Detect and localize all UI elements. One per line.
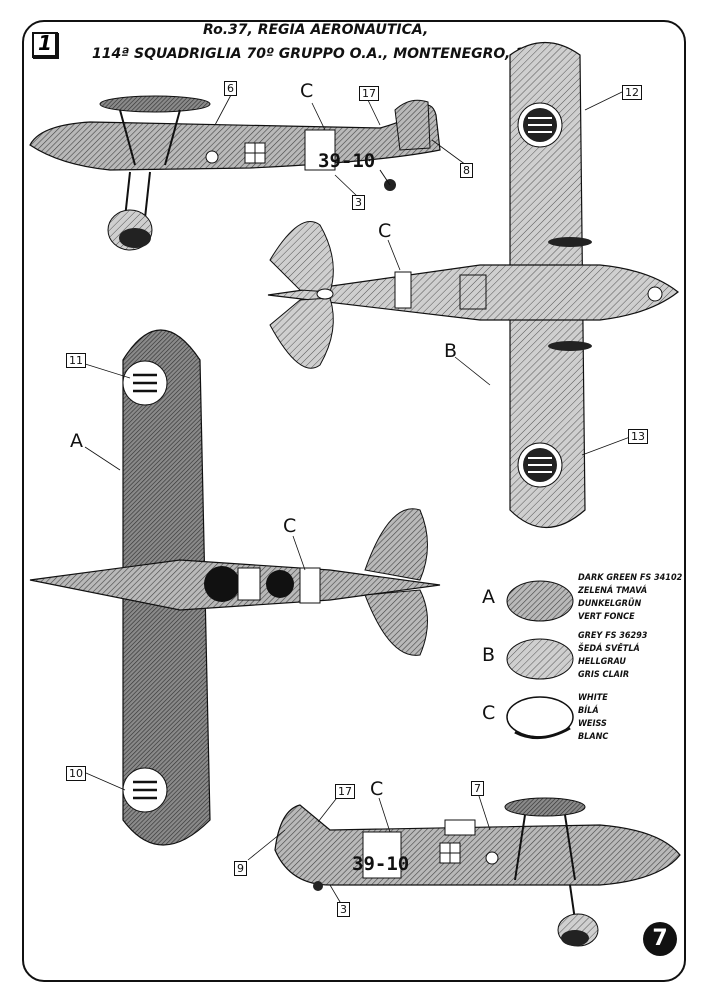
aircraft-code-top: 39-10 bbox=[318, 150, 375, 172]
legend-letter-b: B bbox=[482, 644, 496, 666]
legend-text-c: WHITE BÍLÁ WEISS BLANC bbox=[578, 692, 608, 744]
legend-c-line-1: WHITE bbox=[578, 693, 608, 703]
legend-c-line-2: BÍLÁ bbox=[578, 706, 599, 716]
callout-3-bottom: 3 bbox=[337, 902, 350, 917]
area-letter-c-top: C bbox=[300, 80, 314, 102]
legend-b-line-4: GRIS CLAIR bbox=[578, 670, 630, 680]
legend-c-line-3: WEISS bbox=[578, 719, 607, 729]
legend-swatch-b bbox=[506, 638, 574, 680]
legend-a-line-4: VERT FONCE bbox=[578, 612, 635, 622]
callout-13: 13 bbox=[628, 429, 648, 444]
callout-8: 8 bbox=[460, 163, 473, 178]
side-view-top bbox=[29, 95, 441, 251]
legend-text-b: GREY FS 36293 ŠEDÁ SVĚTLÁ HELLGRAU GRIS … bbox=[578, 630, 647, 682]
legend-b-line-2: ŠEDÁ SVĚTLÁ bbox=[578, 644, 640, 654]
aircraft-code-bottom: 39-10 bbox=[352, 853, 409, 875]
title-line-2: 114ª SQUADRIGLIA 70º GRUPPO O.A., MONTEN… bbox=[92, 46, 555, 62]
plan-view-underside bbox=[267, 42, 679, 529]
legend-b-line-3: HELLGRAU bbox=[578, 657, 626, 667]
callout-6: 6 bbox=[224, 81, 237, 96]
legend-letter-a: A bbox=[482, 586, 495, 608]
page-marker-icon bbox=[32, 32, 59, 59]
legend-a-line-3: DUNKELGRÜN bbox=[578, 599, 642, 609]
area-letter-a-plan: A bbox=[70, 430, 83, 452]
area-letter-c-upper: C bbox=[283, 515, 297, 537]
legend-a-line-2: ZELENÁ TMAVÁ bbox=[578, 586, 648, 596]
plan-view-upper bbox=[29, 329, 441, 846]
legend-b-line-1: GREY FS 36293 bbox=[578, 631, 648, 641]
title-line-1: Ro.37, REGIA AERONAUTICA, bbox=[203, 22, 429, 38]
area-letter-c-bottom: C bbox=[370, 778, 384, 800]
sheet-border bbox=[22, 20, 686, 982]
area-letter-c-plan: C bbox=[378, 220, 392, 242]
leader-lines bbox=[81, 91, 631, 908]
legend-swatches bbox=[506, 580, 574, 740]
area-letter-b-plan: B bbox=[444, 340, 458, 362]
page-number-badge: 7 bbox=[643, 922, 677, 956]
callout-7: 7 bbox=[471, 781, 484, 796]
callout-3-top: 3 bbox=[352, 195, 365, 210]
callout-17-top: 17 bbox=[359, 86, 379, 101]
side-view-bottom bbox=[274, 797, 681, 947]
legend-c-line-4: BLANC bbox=[578, 732, 609, 742]
legend-swatch-a bbox=[506, 580, 574, 622]
callout-11: 11 bbox=[66, 353, 86, 368]
callout-12: 12 bbox=[622, 85, 642, 100]
page-marker: 1 bbox=[38, 31, 52, 55]
legend-letter-c: C bbox=[482, 702, 496, 724]
legend-text-a: DARK GREEN FS 34102 ZELENÁ TMAVÁ DUNKELG… bbox=[578, 572, 682, 624]
callout-9: 9 bbox=[234, 861, 247, 876]
callout-17-bottom: 17 bbox=[335, 784, 355, 799]
callout-10: 10 bbox=[66, 766, 86, 781]
legend-a-line-1: DARK GREEN FS 34102 bbox=[578, 573, 683, 583]
